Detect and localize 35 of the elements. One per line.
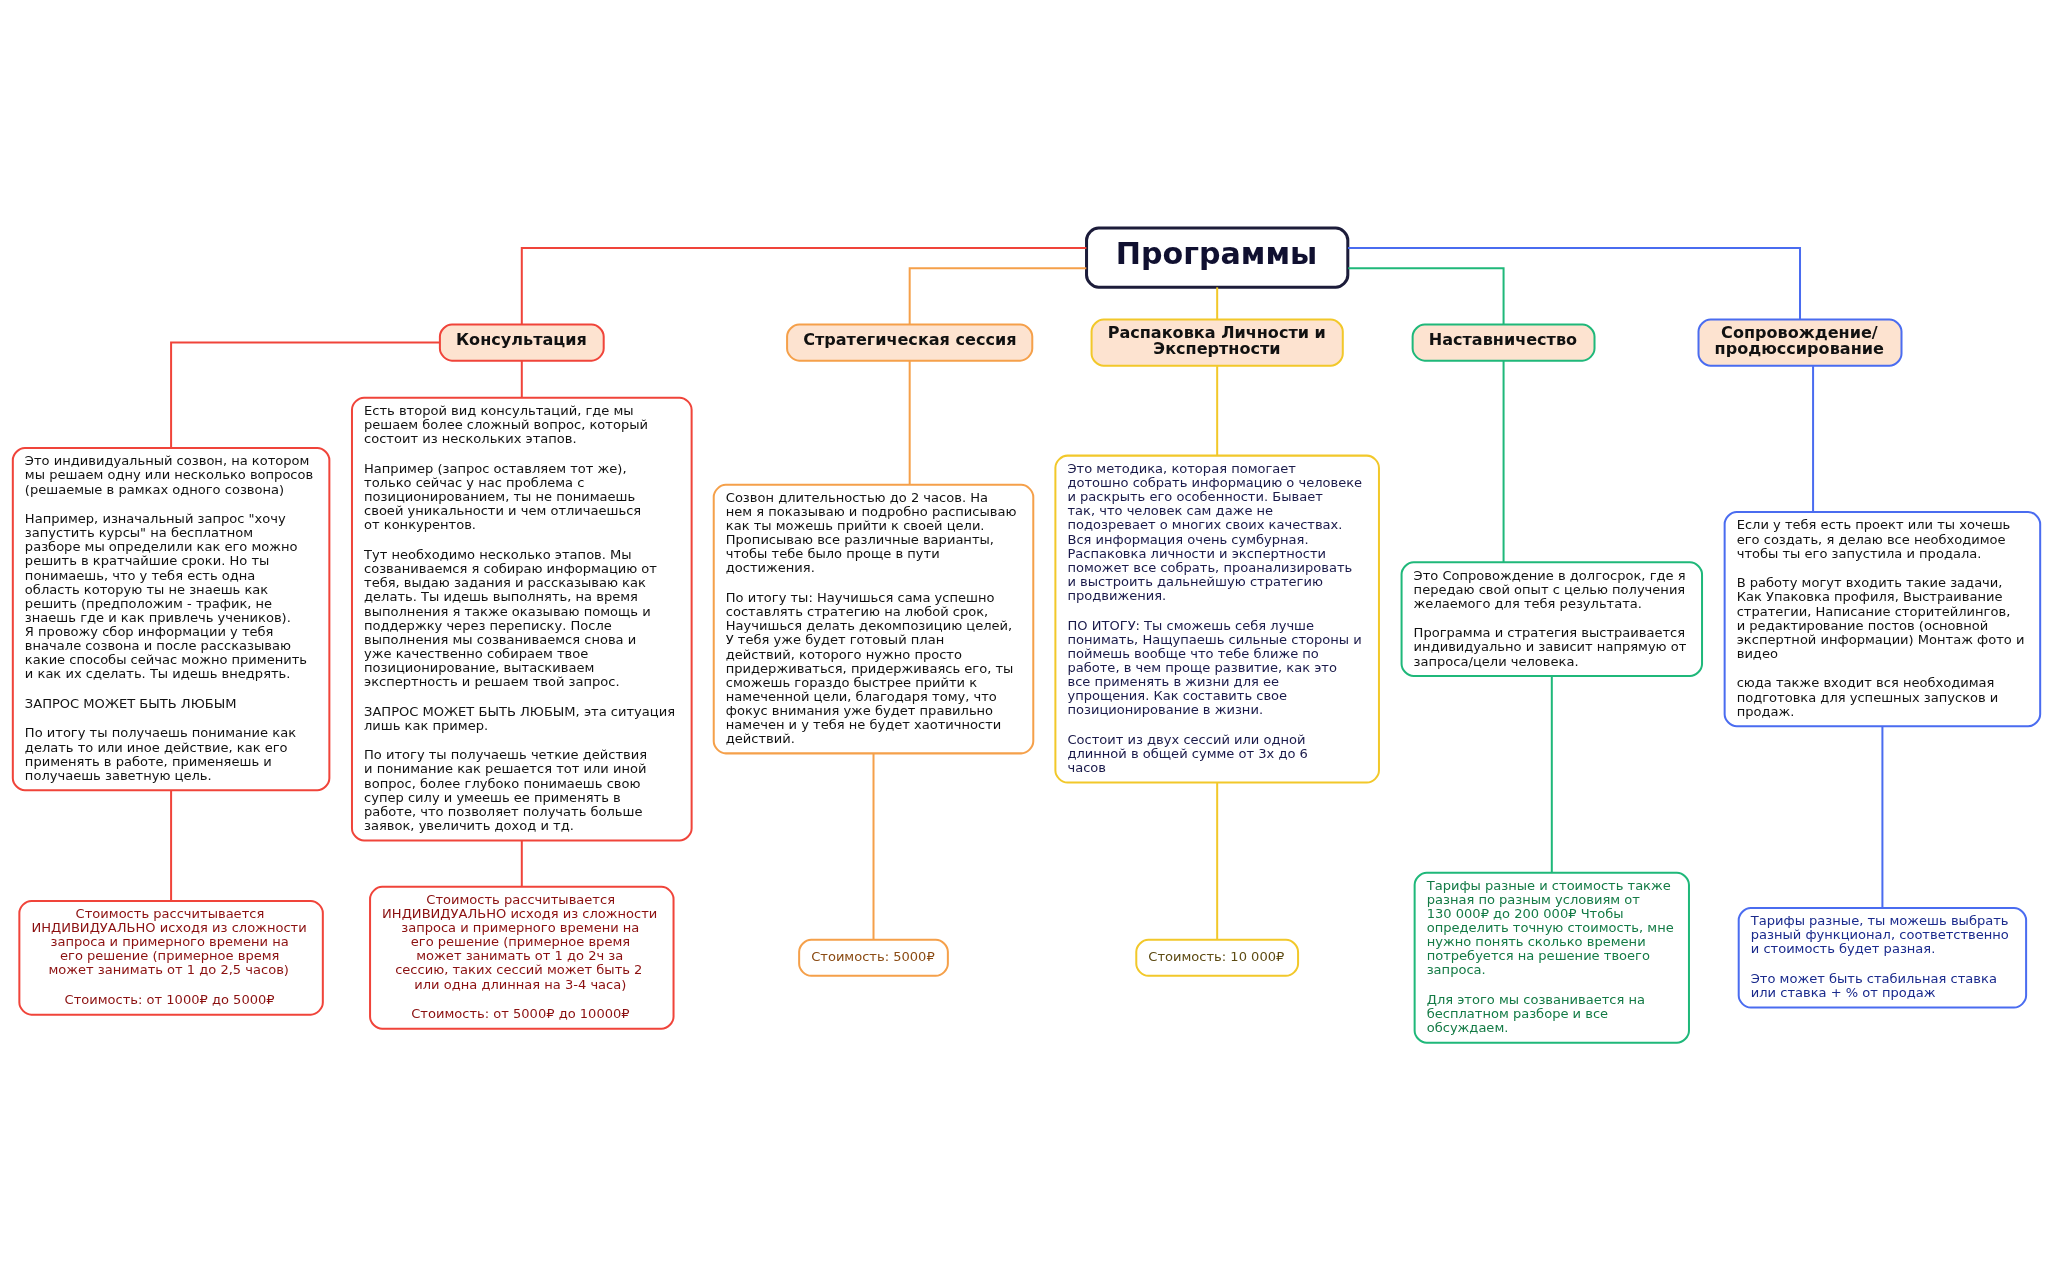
- node-box: Если у тебя есть проект или ты хочешь его создать, я делаю все необходимое чтобы ты его запустила и продала. В работу могут входить такие задачи, Как Упаковка профиля, Выстраивание стратегии, Написание сторитейлингов, и редактирование постов (основной экспертной информации) Монтаж фото и видео сюда также входит вся необходимая подготовка для успешных запусков и продаж.: [1723, 510, 2042, 728]
- node-box: Есть второй вид консультаций, где мы решаем более сложный вопрос, который состоит из нескольких этапов. Например (запрос оставляем тот же), только сейчас у нас проблема с позиционированием, ты не понимаешь своей уникальности и чем отличаешься от конкурентов. Тут необходимо несколько этапов. Мы созваниваемся я собираю информацию от тебя, выдаю задания и рассказываю как делать. Ты идешь выполнять, на время выполнения я также оказываю помощь и поддержку через переписку. После выполнения мы созваниваемся снова и уже качественно собираем твое позиционирование, вытаскиваем экспертность и решаем твой запрос. ЗАПРОС МОЖЕТ БЫТЬ ЛЮБЫМ, эта ситуация лишь как пример. По итогу ты получаешь четкие действия и понимание как решается тот или иной вопрос, более глубоко понимаешь свою супер силу и умеешь ее применять в работе, что позволяет получать больше заявок, увеличить доход и тд.: [350, 396, 693, 842]
- connector: [520, 360, 523, 398]
- connector: [908, 360, 911, 485]
- node-box: Программы: [1085, 226, 1350, 289]
- node-box: Тарифы разные и стоимость также разная по разным условиям от 130 000₽ до 200 000₽ Чтобы определить точную стоимость, мне нужно понять сколько времени потребуется на решение твоего запроса. Для этого мы созванивается на бесплатном разборе и все обсуждаем.: [1413, 871, 1690, 1044]
- connector: [520, 247, 1087, 325]
- connector: [170, 341, 440, 448]
- node-box: Стоимость: 10 000₽: [1135, 938, 1300, 977]
- node-box: Это Сопровождение в долгосрок, где я передаю свой опыт с целью получения желаемого для тебя результата. Программа и стратегия выстраивается индивидуально и зависит напрямую от запроса/цели человека.: [1400, 561, 1704, 677]
- connector: [1216, 287, 1219, 320]
- connector: [1347, 247, 1801, 320]
- node-box: Наставничество: [1411, 323, 1596, 362]
- node-box: Созвон длительностью до 2 часов. На нем я показываю и подробно расписываю как ты можешь прийти к своей цели. Прописываю все различные варианты, чтобы тебе было проще в пути достижения. По итогу ты: Научишься сама успешно составлять стратегию на любой срок, Научишься делать декомпозицию целей, У тебя уже будет готовый план действий, которого нужно просто придерживаться, придерживаясь его, ты сможешь гораздо быстрее прийти к намеченной цели, благодаря тому, что фокус внимания уже будет правильно намечен и у тебя не будет хаотичности действий.: [712, 483, 1035, 755]
- connector: [1502, 360, 1505, 562]
- connector: [1812, 366, 1815, 512]
- node-box: Стратегическая сессия: [786, 323, 1034, 362]
- connector: [1881, 726, 1884, 908]
- connector: [520, 840, 523, 887]
- connector: [1216, 366, 1219, 456]
- connector: [1348, 267, 1505, 325]
- node-box: Распаковка Личности и Экспертности: [1090, 318, 1344, 367]
- node-box: Консультация: [438, 323, 605, 362]
- node-box: Стоимость рассчитывается ИНДИВИДУАЛЬНО исходя из сложности запроса и примерного времени на его решение (примерное время может занимать от 1 до 2,5 часов) Стоимость: от 1000₽ до 5000₽: [18, 899, 324, 1016]
- connector: [1216, 783, 1219, 940]
- node-box: Это индивидуальный созвон, на котором мы решаем одну или несколько вопросов (решаемые в рамках одного созвона) Например, изначальный запрос "хочу запустить курсы" на бесплатном разборе мы определили как его можно решить в кратчайшие сроки. Но ты понимаешь, что у тебя есть одна область которую ты не знаешь как решить (предположим - трафик, не знаешь где и как привлечь учеников). Я провожу сбор информации у тебя вначале созвона и после рассказываю какие способы сейчас можно применить и как их сделать. Ты идешь внедрять. ЗАПРОС МОЖЕТ БЫТЬ ЛЮБЫМ По итогу ты получаешь понимание как делать то или иное действие, как его применять в работе, применяешь и получаешь заветную цель.: [11, 447, 331, 792]
- node-box: Стоимость: 5000₽: [798, 938, 949, 977]
- node-box: Тарифы разные, ты можешь выбрать разный функционал, соответственно и стоимость будет разная. Это может быть стабильная ставка или ставка + % от продаж: [1737, 906, 2028, 1009]
- node-box: Это методика, которая помогает дотошно собрать информацию о человеке и раскрыть его особенности. Бывает так, что человек сам даже не подозревает о многих своих качествах. Вся информация очень сумбурная. Распаковка личности и экспертности поможет все собрать, проанализировать и выстроить дальнейшую стратегию продвижения. ПО ИТОГУ: Ты сможешь себя лучше понимать, Нащупаешь сильные стороны и поймешь вообще что тебе ближе по работе, в чем проще развитие, как это все применять в жизни для ее упрощения. Как составить свое позиционирование в жизни. Состоит из двух сессий или одной длинной в общей сумме от 3х до 6 часов: [1054, 454, 1380, 784]
- connector: [1550, 676, 1553, 873]
- node-box: Стоимость рассчитывается ИНДИВИДУАЛЬНО исходя из сложности запроса и примерного времени на его решение (примерное время может занимать от 1 до 2ч за сессию, таких сессий может быть 2 или одна длинная на 3-4 часа) Стоимость: от 5000₽ до 10000₽: [369, 885, 675, 1030]
- node-box: Сопровождение/ продюссирование: [1697, 318, 1903, 367]
- connector: [872, 753, 875, 940]
- connector: [908, 267, 1087, 325]
- connector: [170, 790, 173, 901]
